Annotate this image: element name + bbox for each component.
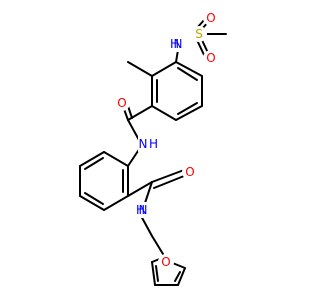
bond-ring1-c [151, 105, 177, 121]
bond-ch2-furan [151, 235, 164, 255]
amide1-oxygen-label: O [117, 96, 126, 110]
bond-s-o-lower-b [196, 39, 206, 58]
sulfonamide-nitrogen-label: N [174, 37, 183, 51]
sulfonamide-nitrogen-hydrogen: H [170, 37, 179, 51]
sulfonyl-oxygen-upper-label: O [206, 11, 215, 25]
bond-furan-b [177, 267, 186, 286]
bond-carbonyl1-o-a [123, 108, 129, 121]
bond-carbonyl2-ring [127, 181, 153, 197]
atom-sulfonyl-oxygen-lower: O [203, 50, 219, 66]
bond-ring2-inner-2 [84, 192, 104, 205]
bond-ring1-a [151, 61, 177, 77]
sulfonyl-oxygen-lower-label: O [206, 51, 215, 65]
bond-ring1-inner-2 [177, 102, 198, 115]
bond-carbonyl1-n [127, 119, 140, 141]
bond-furan-d [151, 261, 156, 286]
atom-furan-oxygen: O [158, 254, 174, 270]
furan-oxygen-label: O [161, 255, 170, 269]
amide2-nitrogen-label: N [139, 203, 148, 217]
bond-ring1-methyl [127, 61, 153, 77]
bond-ring1-d [175, 105, 203, 121]
atom-sulfur: S [191, 26, 207, 42]
bond-carbonyl2-o-a [151, 169, 185, 183]
atom-amide1-nitrogen: N H [138, 136, 162, 152]
bond-furan-inner-1 [174, 271, 181, 282]
amide2-oxygen-label: O [185, 165, 194, 179]
amide1-nitrogen-hydrogen: H [149, 137, 158, 151]
molecule-canvas: S O O N H O N H O N [79, 10, 227, 286]
atom-amide2-oxygen: O [182, 164, 198, 180]
bond-ring2-b [79, 151, 105, 167]
bond-ring1-inner-3 [177, 67, 198, 81]
amide1-nitrogen-label: N [139, 137, 148, 151]
sulfur-label: S [195, 27, 203, 41]
molecule-structure: S O O N H O N H O N [79, 10, 227, 286]
bond-ring2-d [79, 195, 105, 211]
bond-furan-inner-2 [155, 265, 159, 282]
atom-sulfonyl-oxygen-upper: O [203, 10, 219, 26]
atom-amide2-nitrogen: N H [125, 202, 149, 218]
bond-ring2-e [103, 195, 129, 211]
atom-amide1-oxygen: O [114, 95, 130, 111]
bond-ring2-inner-1 [84, 157, 104, 170]
bond-carbonyl2-o-b [153, 175, 185, 189]
bond-carbonyl1-o-b [127, 105, 133, 119]
bond-ring1-f [175, 61, 203, 77]
atom-sulfonamide-nitrogen: N H [169, 36, 193, 52]
bond-ring2-a [103, 151, 129, 167]
bond-carbonyl2-n [144, 181, 153, 204]
amide2-nitrogen-hydrogen: H [136, 203, 145, 217]
atom-layer: S O O N H O N H O N [114, 10, 219, 270]
